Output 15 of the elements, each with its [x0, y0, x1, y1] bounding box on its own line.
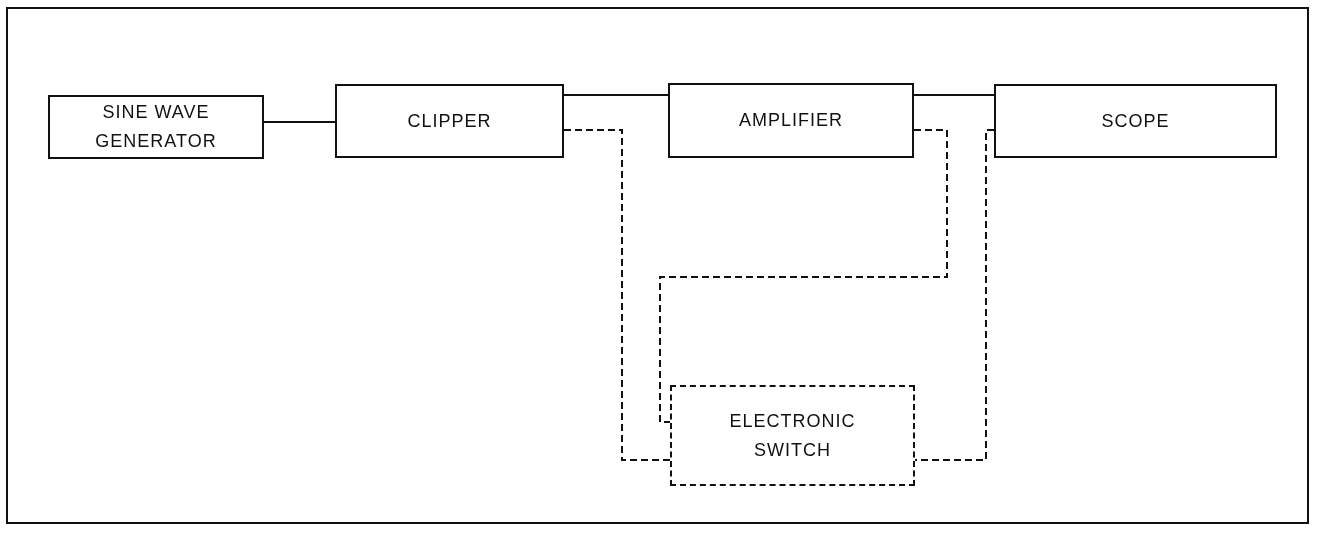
- connector-line: [563, 94, 669, 96]
- block-label: SCOPE: [1101, 109, 1170, 133]
- block-box: [48, 95, 264, 159]
- block-label: CLIPPER: [407, 109, 492, 133]
- block-label: SINE WAVE GENERATOR: [94, 101, 218, 153]
- connector-line: [913, 94, 995, 96]
- block-label: ELECTRONIC SWITCH: [728, 409, 857, 462]
- dashed-block-box: [670, 385, 915, 486]
- block-box: [335, 84, 564, 158]
- block-box: [994, 84, 1277, 158]
- connector-line: [263, 121, 336, 123]
- dashed-connector: [563, 129, 671, 461]
- block-box: [668, 83, 914, 158]
- dashed-connector: [659, 129, 948, 423]
- block-label: AMPLIFIER: [739, 109, 843, 133]
